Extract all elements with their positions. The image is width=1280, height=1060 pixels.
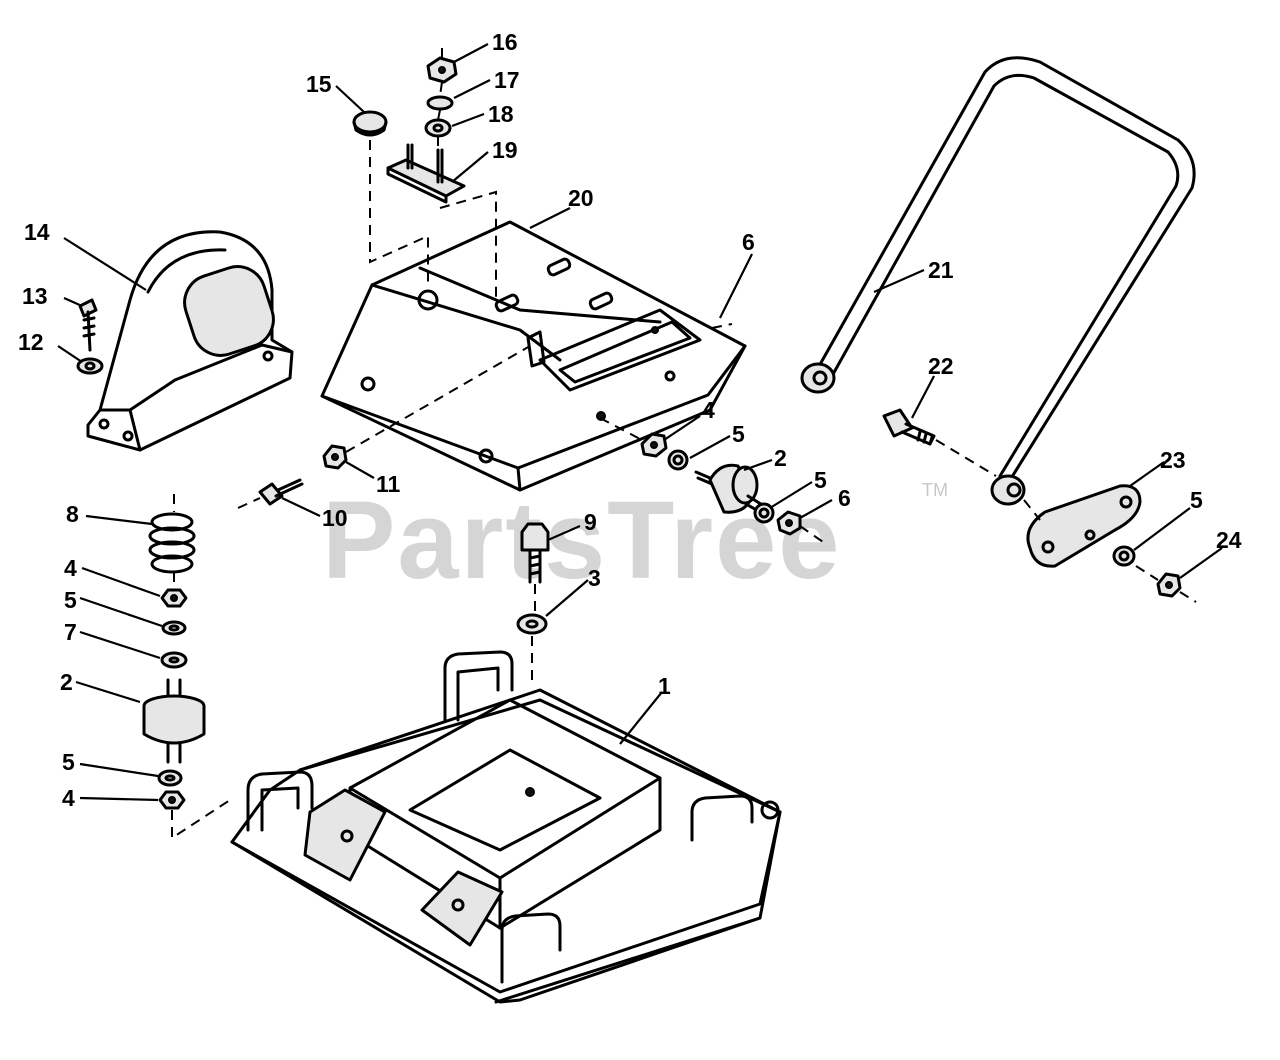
callout-21: 21 xyxy=(928,257,954,283)
watermark-tm: TM xyxy=(922,480,948,500)
nut-16-part xyxy=(426,56,458,84)
handle-21-part xyxy=(800,56,1196,506)
callout-5c: 5 xyxy=(64,587,77,613)
watermark: PartsTree xyxy=(322,479,841,602)
bolt-9-part xyxy=(520,522,550,584)
base-plate-part xyxy=(230,650,782,1004)
nut-6b-part xyxy=(776,510,802,536)
callout-3: 3 xyxy=(588,565,601,591)
bolt-13-part xyxy=(78,298,98,352)
callout-16: 16 xyxy=(492,29,518,55)
washer-7-part xyxy=(160,651,188,669)
nut-24-part xyxy=(1156,572,1182,598)
nut-4a-part xyxy=(640,432,668,458)
callout-11: 11 xyxy=(376,471,401,497)
spring-8-part xyxy=(148,512,196,574)
bolt-10-part xyxy=(258,478,304,506)
callout-18: 18 xyxy=(488,101,514,127)
callout-20: 20 xyxy=(568,185,594,211)
callout-5d: 5 xyxy=(62,749,75,775)
plate-23-part xyxy=(1026,484,1142,568)
callout-4c: 4 xyxy=(62,785,75,811)
washer-5e-part xyxy=(1112,545,1136,567)
callout-6b: 6 xyxy=(838,485,851,511)
washer-5c-part xyxy=(161,620,187,636)
callout-12: 12 xyxy=(18,329,44,355)
callout-15: 15 xyxy=(306,71,332,97)
callout-24: 24 xyxy=(1216,527,1242,553)
nut-4c-part xyxy=(158,790,186,810)
callout-9: 9 xyxy=(584,509,597,535)
callout-23: 23 xyxy=(1160,447,1186,473)
washer-3-part xyxy=(516,613,548,635)
nut-4b-part xyxy=(160,588,188,608)
callout-22: 22 xyxy=(928,353,954,379)
washer-5b-part xyxy=(753,502,775,524)
callout-7: 7 xyxy=(64,619,77,645)
callouts: 16 17 18 19 15 20 6 21 22 23 5 24 14 13 … xyxy=(18,29,1242,811)
engine-cover-part xyxy=(320,220,747,492)
callout-5e: 5 xyxy=(1190,487,1203,513)
washer-12-part xyxy=(76,357,104,375)
washer-5a-part xyxy=(667,449,689,471)
callout-19: 19 xyxy=(492,137,518,163)
assembly-lines xyxy=(171,48,1197,840)
cap-15-part xyxy=(352,110,388,137)
callout-2b: 2 xyxy=(60,669,73,695)
callout-5a: 5 xyxy=(732,421,745,447)
callout-14: 14 xyxy=(24,219,50,245)
callout-8: 8 xyxy=(66,501,79,527)
callout-6a: 6 xyxy=(742,229,755,255)
callout-4a: 4 xyxy=(702,397,715,423)
isolator-2b-part xyxy=(142,678,206,764)
callout-4b: 4 xyxy=(64,555,77,581)
washer-5d-part xyxy=(157,769,183,787)
bolt-22-part xyxy=(882,408,936,446)
nut-11-part xyxy=(322,444,348,470)
callout-5b: 5 xyxy=(814,467,827,493)
callout-1: 1 xyxy=(658,673,671,699)
bracket-19-part xyxy=(386,143,466,204)
washer-18-part xyxy=(424,118,452,138)
callout-13: 13 xyxy=(22,283,48,309)
leader-lines xyxy=(57,43,1223,802)
belt-guard-part xyxy=(86,230,294,452)
callout-2a: 2 xyxy=(774,445,787,471)
lockwasher-17-part xyxy=(426,95,454,111)
callout-10: 10 xyxy=(322,505,348,531)
isolator-2a-part xyxy=(694,463,766,514)
callout-17: 17 xyxy=(494,67,520,93)
